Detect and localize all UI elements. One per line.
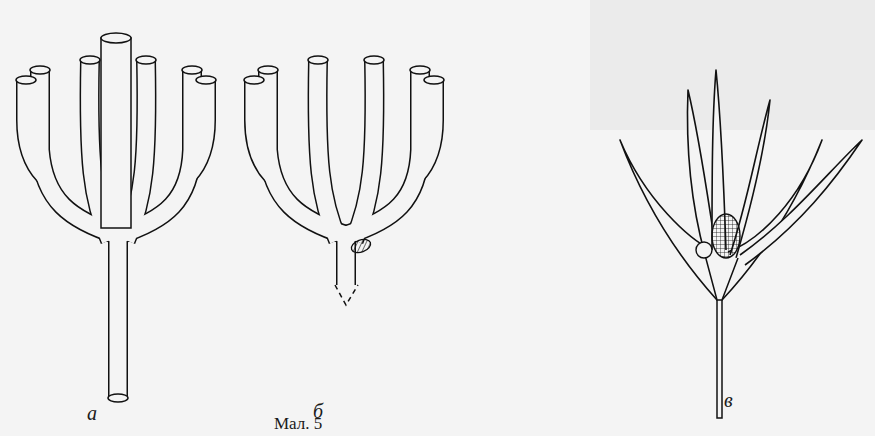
- receptacle: [705, 255, 738, 300]
- tube-end: [244, 76, 264, 84]
- tube-end: [30, 66, 50, 74]
- tube-fill: [254, 80, 272, 175]
- cut-line: [335, 285, 358, 305]
- petal: [722, 140, 822, 300]
- figure-caption: Мал. 5: [274, 414, 322, 434]
- tube-end: [424, 76, 444, 84]
- tube-end: [16, 76, 36, 84]
- flower-b: [244, 56, 444, 305]
- tube-end: [182, 66, 202, 74]
- tube-end: [108, 394, 128, 402]
- tube-end: [364, 56, 384, 64]
- petal: [740, 140, 862, 265]
- tube-fill: [354, 60, 374, 240]
- tube-fill: [338, 232, 355, 285]
- tube-end: [101, 33, 131, 43]
- tube-fill: [416, 80, 434, 175]
- tube-fill: [318, 60, 338, 240]
- ovary: [712, 214, 740, 258]
- tube-end: [410, 66, 430, 74]
- tube-fill: [26, 80, 44, 175]
- figure-letter: а: [87, 402, 97, 425]
- central-column: [101, 38, 131, 228]
- seed: [696, 242, 712, 258]
- tube-end: [136, 56, 156, 64]
- flower-a: [16, 33, 216, 402]
- figure-letter: в: [724, 389, 733, 412]
- ovule: [350, 237, 373, 255]
- tube-end: [258, 66, 278, 74]
- figure-ground: [0, 0, 590, 436]
- flower-v: [620, 70, 862, 418]
- tube-end: [80, 56, 100, 64]
- tube-end: [196, 76, 216, 84]
- tube-outline: [336, 232, 356, 285]
- tube-end: [308, 56, 328, 64]
- tube-fill: [110, 232, 127, 398]
- tube-outline: [354, 60, 374, 240]
- tube-fill: [188, 80, 206, 175]
- tube-outline: [318, 60, 338, 240]
- stalk: [717, 300, 722, 418]
- tube-outline: [108, 232, 128, 398]
